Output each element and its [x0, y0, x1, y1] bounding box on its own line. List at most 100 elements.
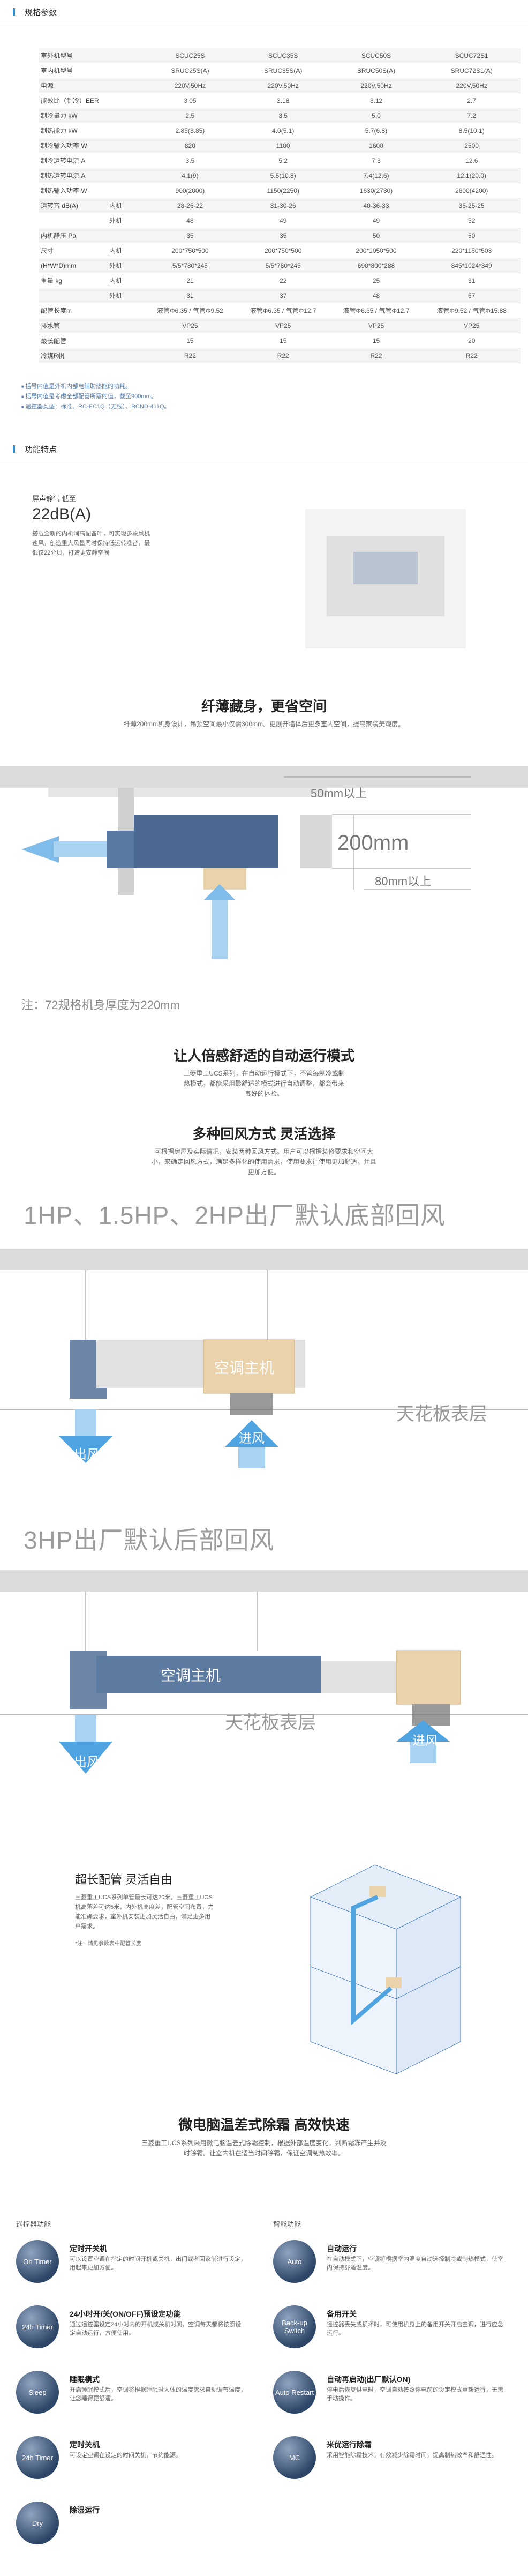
spec-value: 15	[144, 333, 237, 348]
feature-desc: 开启睡眠模式后，空调将根据睡眠时人体的温度需求自动调节温度，让您睡得更舒适。	[70, 2387, 246, 2402]
spec-value: 35	[144, 228, 237, 243]
spec-value: 5.2	[236, 153, 330, 168]
pipe-desc: 三菱重工UCS系列单管最长可达20米，三菱重工UCS机高落差可达5米，内外机高度…	[75, 1894, 214, 1930]
spec-value: 820	[144, 138, 237, 153]
spec-sublabel	[107, 108, 144, 123]
feature-icon: MC	[273, 2436, 316, 2479]
spec-value: SRUC50S(A)	[329, 63, 423, 78]
spec-value: SCUC35S	[236, 48, 330, 63]
spec-value: 220*1150*503	[423, 243, 521, 258]
spec-value: 25	[329, 273, 423, 288]
spec-label: 尺寸	[39, 243, 107, 258]
spec-value: 67	[423, 288, 521, 303]
spec-label: 内机静压 Pa	[39, 228, 107, 243]
spec-label: 配管长度m	[39, 303, 107, 318]
spec-value: 35	[236, 228, 330, 243]
mode2-ceiling: 天花板表层	[225, 1713, 316, 1733]
defrost-title: 微电脑温差式除霜 高效快速	[178, 2117, 350, 2133]
feature-desc: 停电后恢复供电时，空调自动按照停电前的设定模式重新运行，无需手动操作。	[327, 2387, 503, 2402]
spec-label: 室外机型号	[39, 48, 107, 63]
feature-desc: 可以设置空调在指定的时间开机或关机，出门或者回家前进行设定，用起来更加方便。	[70, 2256, 246, 2271]
pipe-diagram	[310, 1864, 462, 2074]
spec-sublabel	[107, 318, 144, 333]
spec-value: 7.4(12.6)	[329, 168, 423, 183]
quiet-value: 22dB(A)	[32, 505, 92, 523]
auto-desc: 三菱重工UCS系列，在自动运行模式下，不管每制冷或制热模式，都能采用最舒适的模式…	[183, 1070, 345, 1097]
spec-value: 49	[236, 213, 330, 228]
spec-sublabel	[107, 348, 144, 363]
feature-title: 备用开关	[327, 2310, 357, 2318]
feature-desc: 通过遥控器设定24小时内的开机或关机时间，空调每天都将按照设定自动运行，方便使用…	[70, 2321, 242, 2336]
feature-desc: 遥控器丢失或损坏时，可使用机身上的备用开关开启空调，进行应急运行。	[327, 2321, 503, 2336]
spec-value: 5.0	[329, 108, 423, 123]
spec-value: 1600	[329, 138, 423, 153]
spec-value: 48	[329, 288, 423, 303]
spec-value: 21	[144, 273, 237, 288]
func-section: 功能特点	[0, 437, 528, 461]
feature-title: 米优运行除霜	[327, 2440, 372, 2449]
spec-label: 制冷运转电流 A	[39, 153, 107, 168]
spec-value: 液管Φ6.35 / 气管Φ12.7	[329, 303, 423, 318]
spec-value: R22	[423, 348, 521, 363]
spec-value: 4.1(9)	[144, 168, 237, 183]
spec-value: 49	[329, 213, 423, 228]
spec-value: 5/5*780*245	[236, 258, 330, 273]
pipe-block: 超长配管 灵活自由 三菱重工UCS系列单管最长可达20米，三菱重工UCS机高落差…	[75, 1870, 214, 1947]
spec-label: 制热输入功率 W	[39, 183, 107, 198]
spec-label: 重量 kg	[39, 273, 107, 288]
spec-value: 7.2	[423, 108, 521, 123]
mode2-inlet: 进风	[412, 1734, 438, 1748]
pipe-title: 超长配管 灵活自由	[75, 1873, 173, 1886]
slim-diagram: 200mm 50mm以上 80mm以上	[0, 766, 528, 959]
feature-icon: On Timer	[16, 2240, 59, 2283]
spec-value: R22	[144, 348, 237, 363]
spec-sublabel: 内机	[107, 198, 144, 213]
mode1-unit-label: 空调主机	[214, 1360, 274, 1376]
spec-value: R22	[236, 348, 330, 363]
spec-value: 3.05	[144, 93, 237, 108]
spec-value: R22	[329, 348, 423, 363]
spec-value: 200*750*500	[144, 243, 237, 258]
spec-value: 液管Φ6.35 / 气管Φ9.52	[144, 303, 237, 318]
feature-icon: Auto	[273, 2240, 316, 2283]
spec-value: 845*1024*349	[423, 258, 521, 273]
feature-title: 自动运行	[327, 2244, 357, 2253]
spec-value: 液管Φ9.52 / 气管Φ15.88	[423, 303, 521, 318]
feature-title: 24小时开/关(ON/OFF)预设定功能	[70, 2310, 181, 2318]
spec-sublabel	[107, 153, 144, 168]
multi-desc: 可根据房屋及实际情况，安装两种回风方式。用户可以根据装修要求和空间大小，来确定回…	[151, 1148, 376, 1176]
spec-label: (H*W*D)mm	[39, 258, 107, 273]
spec-label: 制热运转电流 A	[39, 168, 107, 183]
slim-desc: 纤薄200mm机身设计，吊顶空间最小仅需300mm。更展开墙体后更多室内空间，提…	[123, 720, 405, 728]
spec-value: 220V,50Hz	[236, 78, 330, 93]
quiet-illustration	[305, 509, 466, 648]
spec-label: 电源	[39, 78, 107, 93]
mode2-unit-label: 空调主机	[161, 1667, 221, 1684]
mode1-inlet: 进风	[239, 1431, 265, 1446]
spec-value: 3.5	[144, 153, 237, 168]
spec-value: 3.18	[236, 93, 330, 108]
spec-label: 制冷输入功率 W	[39, 138, 107, 153]
defrost-desc: 三菱重工UCS系列采用微电脑温差式除霜控制，根据外部温度变化，判断霜冻产生并及时…	[141, 2139, 387, 2157]
spec-sublabel: 内机	[107, 273, 144, 288]
slim-dim-mid: 200mm	[337, 831, 409, 855]
spec-value: SCUC72S1	[423, 48, 521, 63]
multi-title: 多种回风方式 灵活选择	[192, 1126, 336, 1142]
spec-value: 1100	[236, 138, 330, 153]
feature-icon: 24h Timer	[16, 2436, 59, 2479]
spec-value: 37	[236, 288, 330, 303]
mode1-label: 1HP、1.5HP、2HP出厂默认底部回风	[24, 1201, 446, 1229]
